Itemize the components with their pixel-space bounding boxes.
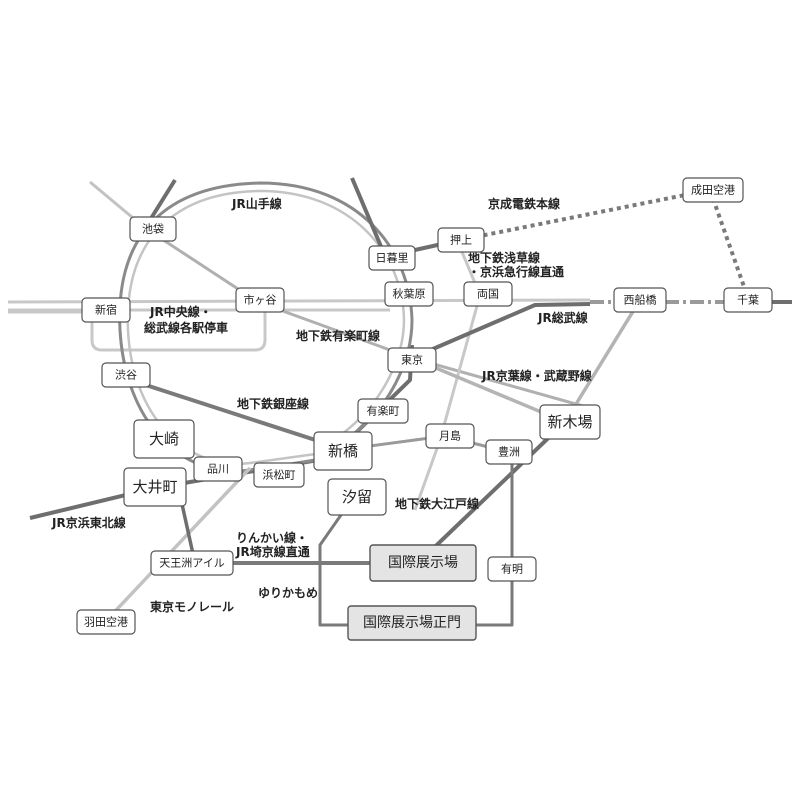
label-asakusa-2: ・京浜急行線直通	[468, 264, 564, 279]
line-labels: JR山手線 JR中央線・ 総武線各駅停車 地下鉄有楽町線 地下鉄銀座線 京成電鉄…	[51, 196, 592, 614]
station-tsukishima[interactable]: 月島	[425, 423, 475, 449]
station-label: 大井町	[132, 478, 177, 496]
station-label: 天王洲アイル	[159, 557, 224, 570]
station-narita[interactable]: 成田空港	[682, 177, 744, 203]
station-label: 浜松町	[263, 468, 296, 482]
station-label: 両国	[477, 288, 499, 301]
sobu-rapid-line	[411, 302, 591, 360]
station-label: 池袋	[142, 222, 164, 236]
station-shinbashi[interactable]: 新橋	[313, 431, 373, 471]
station-label: 渋谷	[115, 369, 137, 382]
label-asakusa-1: 地下鉄浅草線	[468, 250, 540, 265]
joban-branch	[350, 177, 387, 257]
station-ariake[interactable]: 有明	[487, 556, 537, 582]
label-yurakucho: 地下鉄有楽町線	[296, 328, 380, 343]
station-label: 有明	[501, 562, 523, 576]
station-label: 新木場	[547, 413, 592, 431]
station-oshiage[interactable]: 押上	[437, 227, 485, 253]
station-tokyo[interactable]: 東京	[387, 347, 437, 373]
station-oimachi[interactable]: 大井町	[123, 467, 187, 507]
station-label: 大崎	[149, 430, 179, 448]
station-label: 豊洲	[498, 446, 520, 459]
station-label: 成田空港	[691, 183, 735, 197]
station-haneda[interactable]: 羽田空港	[76, 609, 136, 635]
station-label: 秋葉原	[393, 287, 426, 301]
station-shibuya[interactable]: 渋谷	[101, 362, 151, 388]
label-chuo-sobu-1: JR中央線・	[149, 304, 212, 319]
station-label: 月島	[439, 429, 461, 443]
station-akihabara[interactable]: 秋葉原	[384, 281, 434, 307]
monorail-line	[103, 466, 252, 624]
label-oedo: 地下鉄大江戸線	[395, 496, 479, 511]
station-label: 新橋	[328, 442, 358, 460]
station-label: 市ヶ谷	[244, 293, 277, 307]
station-label: 羽田空港	[84, 615, 128, 629]
yurikamome-line	[318, 452, 514, 627]
station-nippori[interactable]: 日暮里	[368, 245, 416, 271]
station-label: 品川	[207, 463, 229, 476]
station-hamamatsucho[interactable]: 浜松町	[253, 462, 305, 488]
station-ryogoku[interactable]: 両国	[463, 281, 513, 307]
station-label: 押上	[450, 233, 472, 247]
label-keisei: 京成電鉄本線	[488, 196, 560, 211]
stations: 成田空港 池袋 押上 日暮里 新宿 市ヶ谷 秋葉原 両国 西船橋 千葉 東京	[76, 177, 773, 641]
station-label: 西船橋	[624, 293, 657, 307]
station-kokusai[interactable]: 国際展示場	[369, 544, 477, 582]
station-ikebukuro[interactable]: 池袋	[129, 216, 177, 242]
station-kokusai-seimon[interactable]: 国際展示場正門	[347, 605, 477, 641]
station-ichigaya[interactable]: 市ヶ谷	[235, 287, 285, 313]
label-keiyo: JR京葉線・武蔵野線	[481, 368, 592, 383]
station-toyosu[interactable]: 豊洲	[485, 439, 533, 465]
label-yamanote: JR山手線	[231, 196, 282, 211]
station-label: 国際展示場	[388, 555, 458, 571]
label-yurikamome: ゆりかもめ	[258, 586, 318, 600]
asakusa-line	[413, 251, 482, 511]
station-nishifunabashi[interactable]: 西船橋	[613, 287, 667, 313]
station-label: 東京	[401, 353, 423, 367]
label-rinkai-1: りんかい線・	[236, 530, 308, 545]
label-rinkai-2: JR埼京線直通	[235, 544, 310, 559]
station-label: 汐留	[342, 488, 372, 506]
station-osaki[interactable]: 大崎	[133, 419, 195, 459]
yurakucho-line	[144, 226, 591, 410]
chuo-sobu-loop	[90, 310, 267, 352]
station-shinjuku[interactable]: 新宿	[81, 297, 131, 323]
station-label: 千葉	[737, 293, 759, 307]
label-chuo-sobu-2: 総武線各駅停車	[144, 320, 228, 335]
station-label: 有楽町	[367, 404, 400, 418]
station-shinkiba[interactable]: 新木場	[539, 404, 601, 440]
label-sobu: JR総武線	[537, 310, 588, 325]
yamanote-line-inner	[126, 189, 406, 466]
label-ginza: 地下鉄銀座線	[237, 396, 309, 411]
label-keihin-tohoku: JR京浜東北線	[51, 515, 126, 530]
keiyo-line	[411, 299, 642, 424]
station-label: 日暮里	[376, 251, 409, 265]
station-tennozu[interactable]: 天王洲アイル	[150, 550, 234, 576]
station-label: 国際展示場正門	[363, 615, 461, 631]
label-monorail: 東京モノレール	[150, 599, 234, 614]
keisei-line	[459, 188, 750, 299]
ginza-line	[117, 374, 341, 450]
station-label: 新宿	[95, 303, 117, 317]
station-yurakucho[interactable]: 有楽町	[357, 398, 409, 424]
station-shinagawa[interactable]: 品川	[193, 456, 243, 482]
station-shiodome[interactable]: 汐留	[327, 478, 387, 516]
station-chiba[interactable]: 千葉	[723, 287, 773, 313]
rinkai-to-shinkiba	[416, 420, 567, 565]
